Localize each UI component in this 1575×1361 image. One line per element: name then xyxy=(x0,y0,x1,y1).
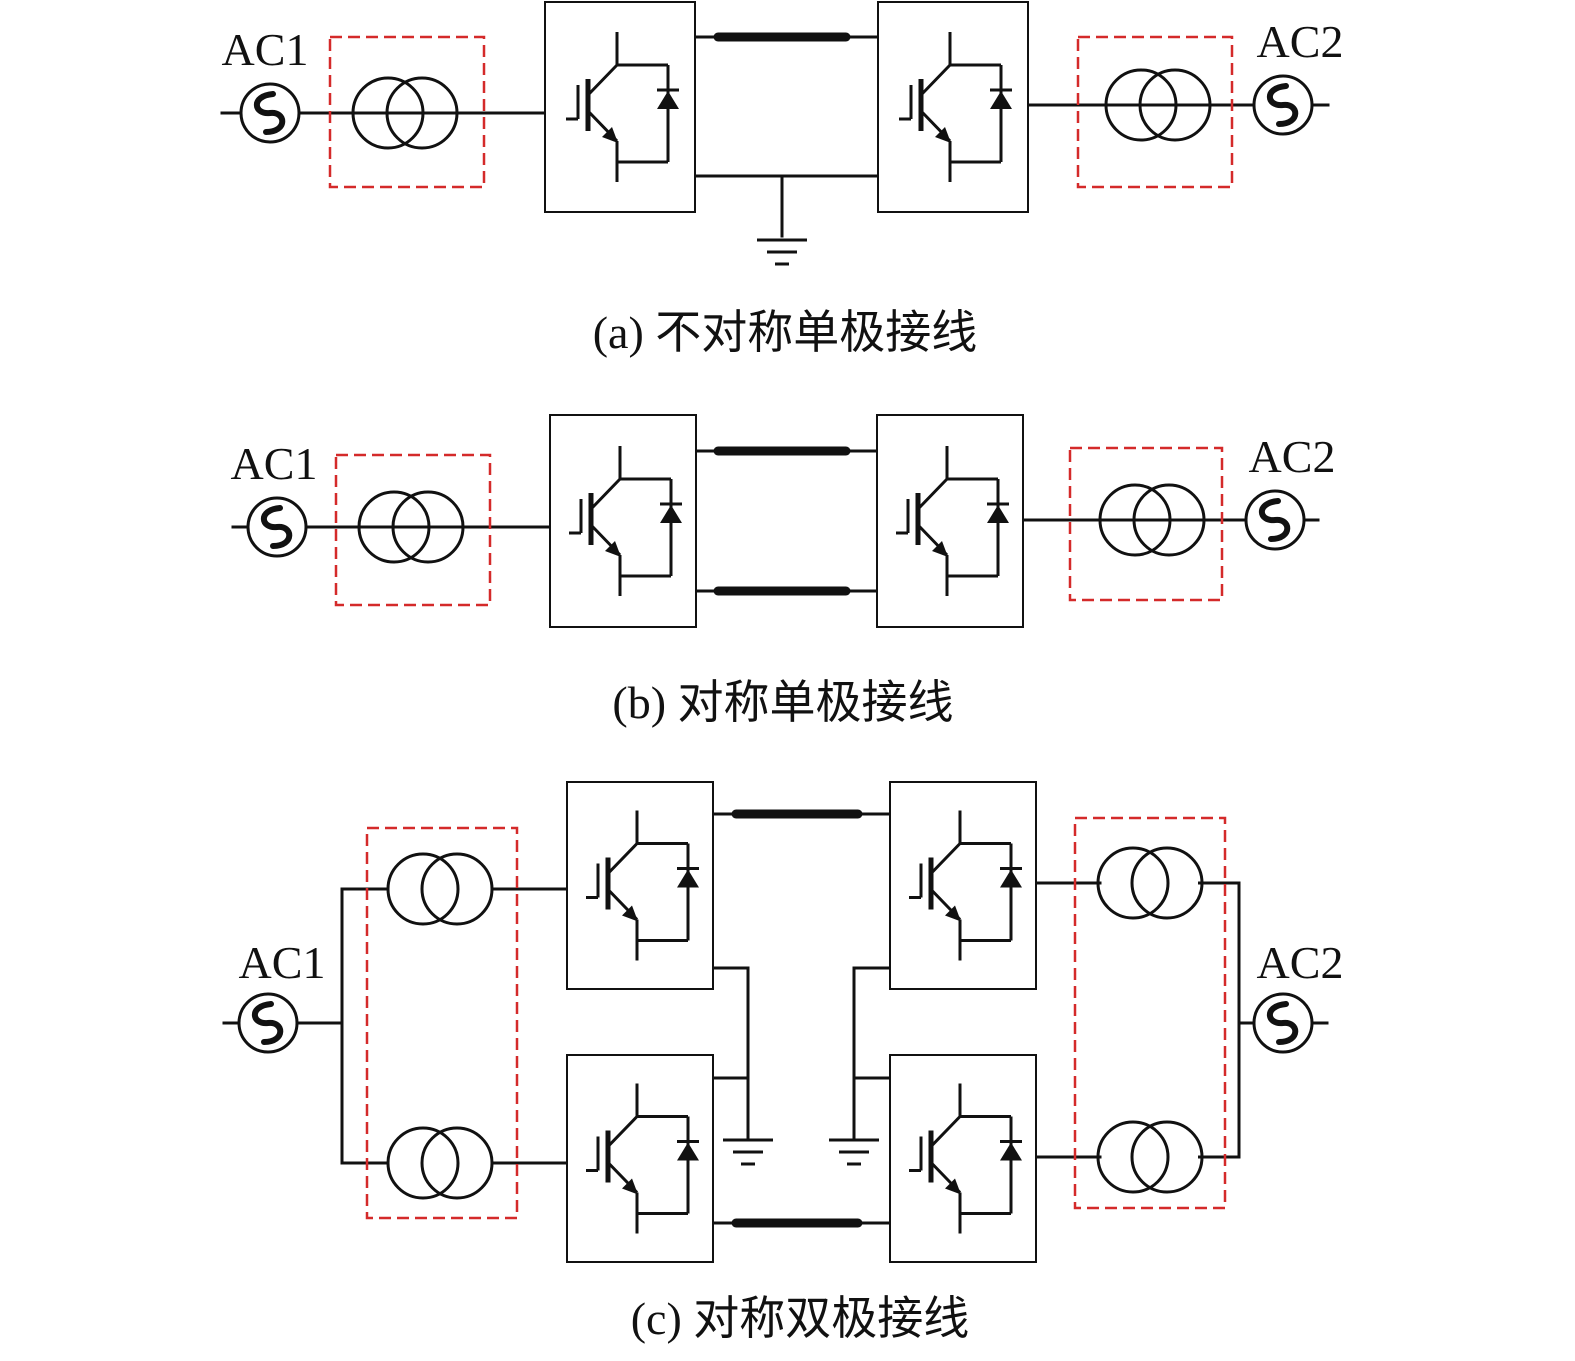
panel-c-left-top-converter xyxy=(566,781,714,990)
panel-c-right-transformer-box xyxy=(1073,816,1227,1210)
panel-b-caption: (b) 对称单极接线 xyxy=(612,677,953,728)
panel-c-ac1-label: AC1 xyxy=(239,937,326,988)
panel-a-ac2-source-icon xyxy=(1252,74,1314,136)
panel-a-left-transformer-box xyxy=(328,35,486,189)
panel-c-left-neutral-wire xyxy=(712,966,750,1140)
panel-c-left-top-transformer-icon xyxy=(386,852,494,926)
panel-c-caption: (c) 对称双极接线 xyxy=(631,1293,970,1344)
panel-b-right-transformer-icon xyxy=(1098,483,1206,557)
panel-b-ac1-source-icon xyxy=(246,496,308,558)
panel-c-right-top-transformer-icon xyxy=(1096,846,1204,920)
panel-a-caption: (a) 不对称单极接线 xyxy=(593,307,978,358)
panel-c-left-bottom-converter xyxy=(566,1054,714,1263)
panel-b-right-transformer-box xyxy=(1068,446,1224,602)
panel-b-ac2-label: AC2 xyxy=(1249,431,1336,482)
panel-a-left-converter xyxy=(544,1,696,213)
panel-b-left-transformer-box xyxy=(334,453,492,607)
panel-c-left-ground-icon xyxy=(723,1138,773,1166)
panel-a-ac1-source-icon xyxy=(239,82,301,144)
panel-c-right-neutral-wire xyxy=(852,966,890,1140)
panel-c-left-transformer-box xyxy=(365,826,519,1220)
panel-c-ac1-source-icon xyxy=(237,992,299,1054)
panel-c-right-ground-icon xyxy=(829,1138,879,1166)
panel-a-right-transformer-box xyxy=(1076,35,1234,189)
panel-c-right-bottom-transformer-icon xyxy=(1096,1120,1204,1194)
panel-c-ac2-label: AC2 xyxy=(1257,937,1344,988)
panel-c-right-bottom-converter xyxy=(889,1054,1037,1263)
panel-b-right-converter xyxy=(876,414,1024,628)
symbols xyxy=(237,1,1314,1263)
panel-b-ac2-source-icon xyxy=(1244,489,1306,551)
panel-a-right-converter xyxy=(877,1,1029,213)
panel-b-ac1-label: AC1 xyxy=(231,438,318,489)
panel-a-right-transformer-icon xyxy=(1104,68,1212,142)
panel-c-ac1-bus xyxy=(340,887,388,1165)
panel-c-ac2-source-icon xyxy=(1252,992,1314,1054)
panel-b-left-transformer-icon xyxy=(357,490,465,564)
panel-a-ground-icon xyxy=(757,238,807,266)
panel-c-right-top-converter xyxy=(889,781,1037,990)
panel-a-ac1-label: AC1 xyxy=(222,24,309,75)
wiring xyxy=(220,35,1330,1225)
panel-c-ac2-bus xyxy=(1198,881,1241,1159)
panel-b-left-converter xyxy=(549,414,697,628)
panel-c-left-bottom-transformer-icon xyxy=(386,1126,494,1200)
panel-a-ac2-label: AC2 xyxy=(1257,16,1344,67)
panel-a-left-transformer-icon xyxy=(351,76,459,150)
